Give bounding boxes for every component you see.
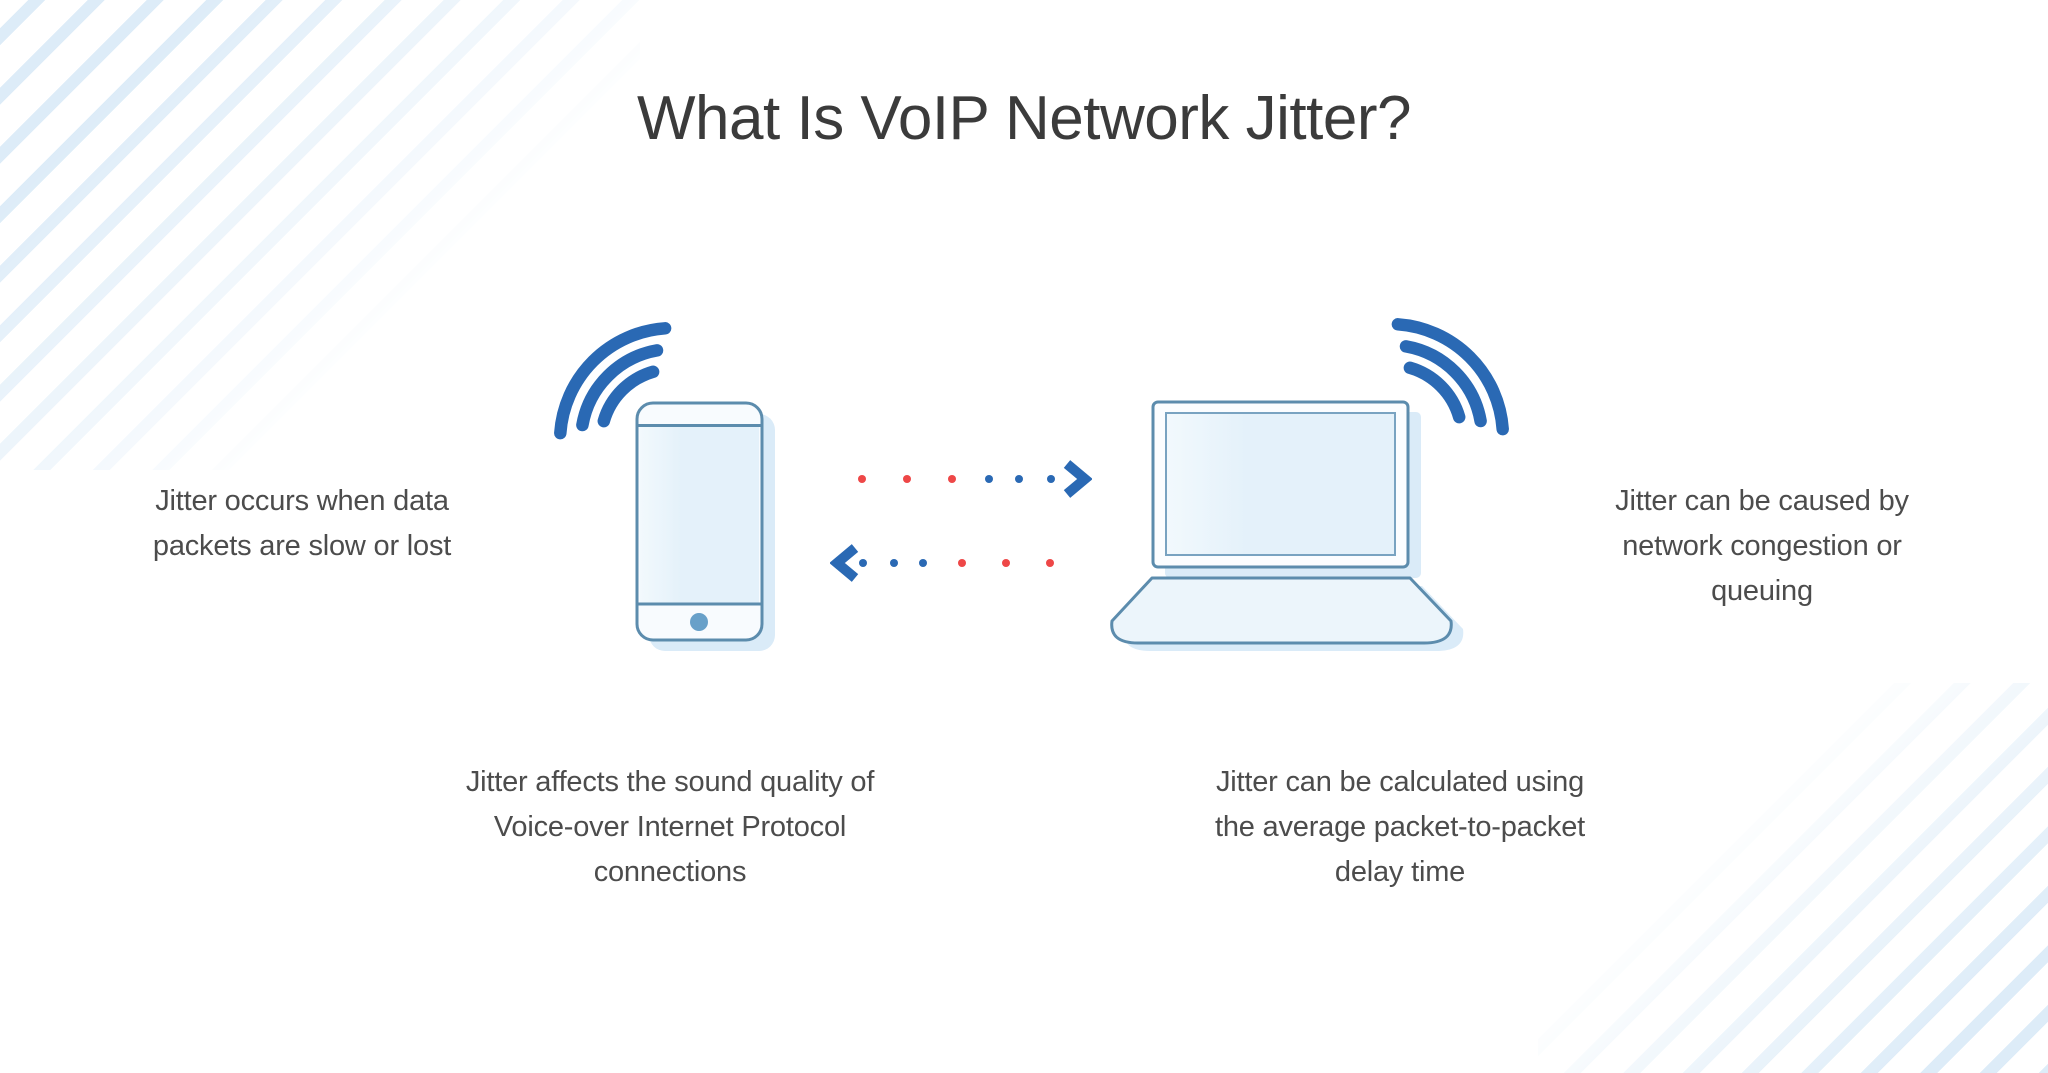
- laptop-icon: [1110, 400, 1464, 651]
- blue-packet-dot: [985, 475, 993, 483]
- red-packet-dot: [948, 475, 956, 483]
- arrow-left-icon: [830, 544, 859, 582]
- blue-packet-dot: [919, 559, 927, 567]
- home-button-icon: [690, 613, 708, 631]
- caption-bottom-right: Jitter can be calculated using the avera…: [1214, 766, 1585, 888]
- red-packet-dot: [858, 475, 866, 483]
- arrow-right-icon: [1063, 460, 1092, 498]
- red-packet-dot: [1046, 559, 1054, 567]
- caption-bottom-left: Jitter affects the sound quality of Voic…: [465, 766, 875, 888]
- red-packet-dot: [958, 559, 966, 567]
- devices-illustration: [554, 318, 1509, 651]
- red-packet-dot: [1002, 559, 1010, 567]
- blue-packet-dot: [1015, 475, 1023, 483]
- blue-packet-dot: [1047, 475, 1055, 483]
- wifi-signal-icon: [554, 322, 672, 440]
- packet-flow-phone-to-laptop: [840, 459, 1112, 499]
- packet-dots: [820, 543, 1082, 583]
- blue-packet-dot: [859, 559, 867, 567]
- caption-left: Jitter occurs when data packets are slow…: [152, 485, 452, 562]
- packet-dots: [840, 459, 1112, 499]
- blue-packet-dot: [890, 559, 898, 567]
- packet-flow-laptop-to-phone: [820, 543, 1082, 583]
- wifi-signal-icon: [1391, 318, 1509, 436]
- smartphone-icon: [635, 401, 775, 651]
- caption-right: Jitter can be caused by network congesti…: [1615, 485, 1909, 607]
- red-packet-dot: [903, 475, 911, 483]
- page-title: What Is VoIP Network Jitter?: [637, 84, 1411, 153]
